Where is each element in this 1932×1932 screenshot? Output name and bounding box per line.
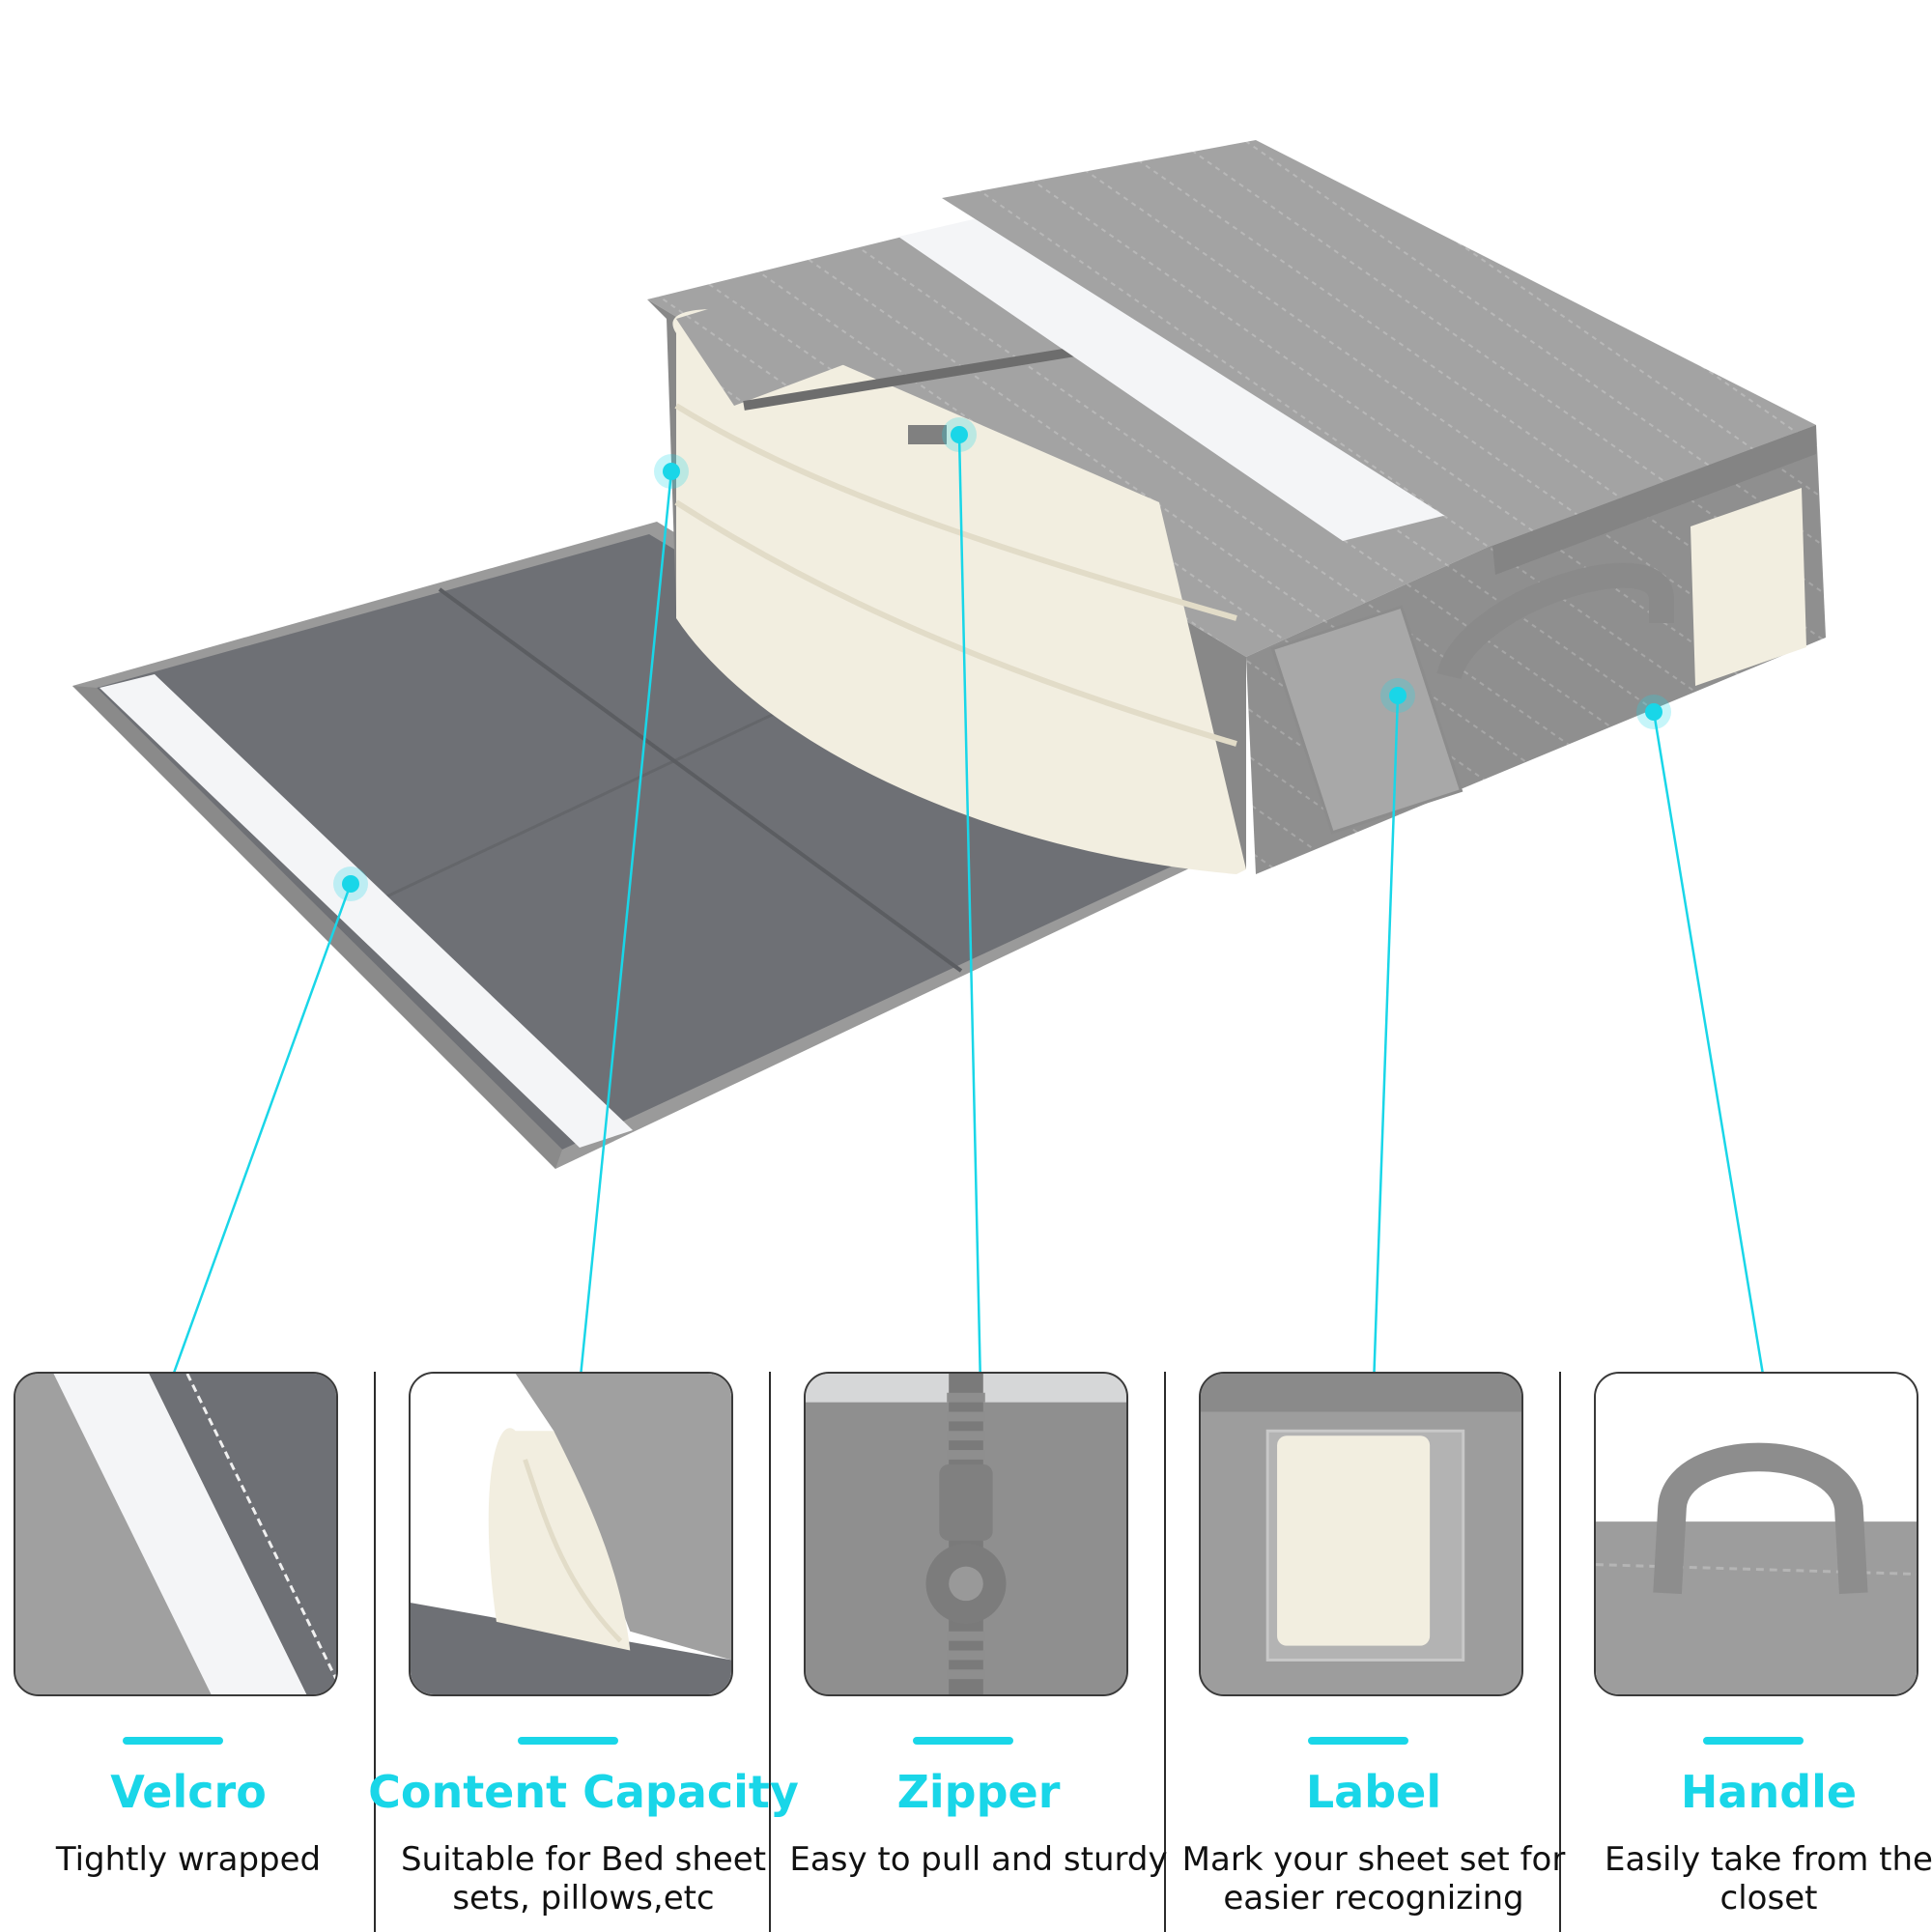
- feature-title: Label: [1305, 1766, 1442, 1818]
- accent-bar: [913, 1737, 1013, 1745]
- feature-label: Label Mark your sheet set for easier rec…: [1182, 1372, 1565, 1932]
- velcro-thumbnail: [14, 1372, 338, 1696]
- accent-bar: [123, 1737, 223, 1745]
- box-handle: [1436, 562, 1674, 681]
- feature-handle: Handle Easily take from the closet: [1580, 1372, 1932, 1932]
- accent-bar: [1703, 1737, 1804, 1745]
- divider: [374, 1372, 376, 1932]
- capacity-thumbnail: [409, 1372, 733, 1696]
- divider: [1559, 1372, 1561, 1932]
- accent-bar: [518, 1737, 618, 1745]
- divider: [1164, 1372, 1166, 1932]
- feature-zipper: Zipper Easy to pull and sturdy: [789, 1372, 1168, 1932]
- feature-title: Content Capacity: [368, 1766, 799, 1818]
- zipper-thumbnail: [804, 1372, 1128, 1696]
- callout-lines: [167, 434, 1767, 1387]
- handle-thumbnail: [1594, 1372, 1918, 1696]
- feature-velcro: Velcro Tightly wrapped: [0, 1372, 377, 1932]
- feature-title: Handle: [1680, 1766, 1858, 1818]
- feature-title: Zipper: [896, 1766, 1061, 1818]
- callout-dots: [333, 417, 1671, 901]
- open-flap: [72, 522, 1208, 1169]
- box-label-pocket: [1270, 605, 1463, 835]
- label-thumbnail: [1199, 1372, 1523, 1696]
- feature-content-capacity: Content Capacity Suitable for Bed sheet …: [368, 1372, 799, 1932]
- box-velcro-strip: [898, 203, 1497, 541]
- feature-description: Tightly wrapped: [55, 1840, 322, 1879]
- accent-bar: [1308, 1737, 1408, 1745]
- flap-velcro-strip: [99, 674, 633, 1148]
- box-lid: [942, 140, 1816, 575]
- divider: [769, 1372, 771, 1932]
- bed-sheets: [672, 309, 1246, 874]
- feature-description: Easily take from the closet: [1605, 1840, 1932, 1918]
- feature-description: Mark your sheet set for easier recognizi…: [1181, 1840, 1566, 1918]
- feature-description: Suitable for Bed sheet sets, pillows,etc: [400, 1840, 767, 1918]
- feature-title: Velcro: [110, 1766, 267, 1818]
- feature-description: Easy to pull and sturdy: [789, 1840, 1168, 1879]
